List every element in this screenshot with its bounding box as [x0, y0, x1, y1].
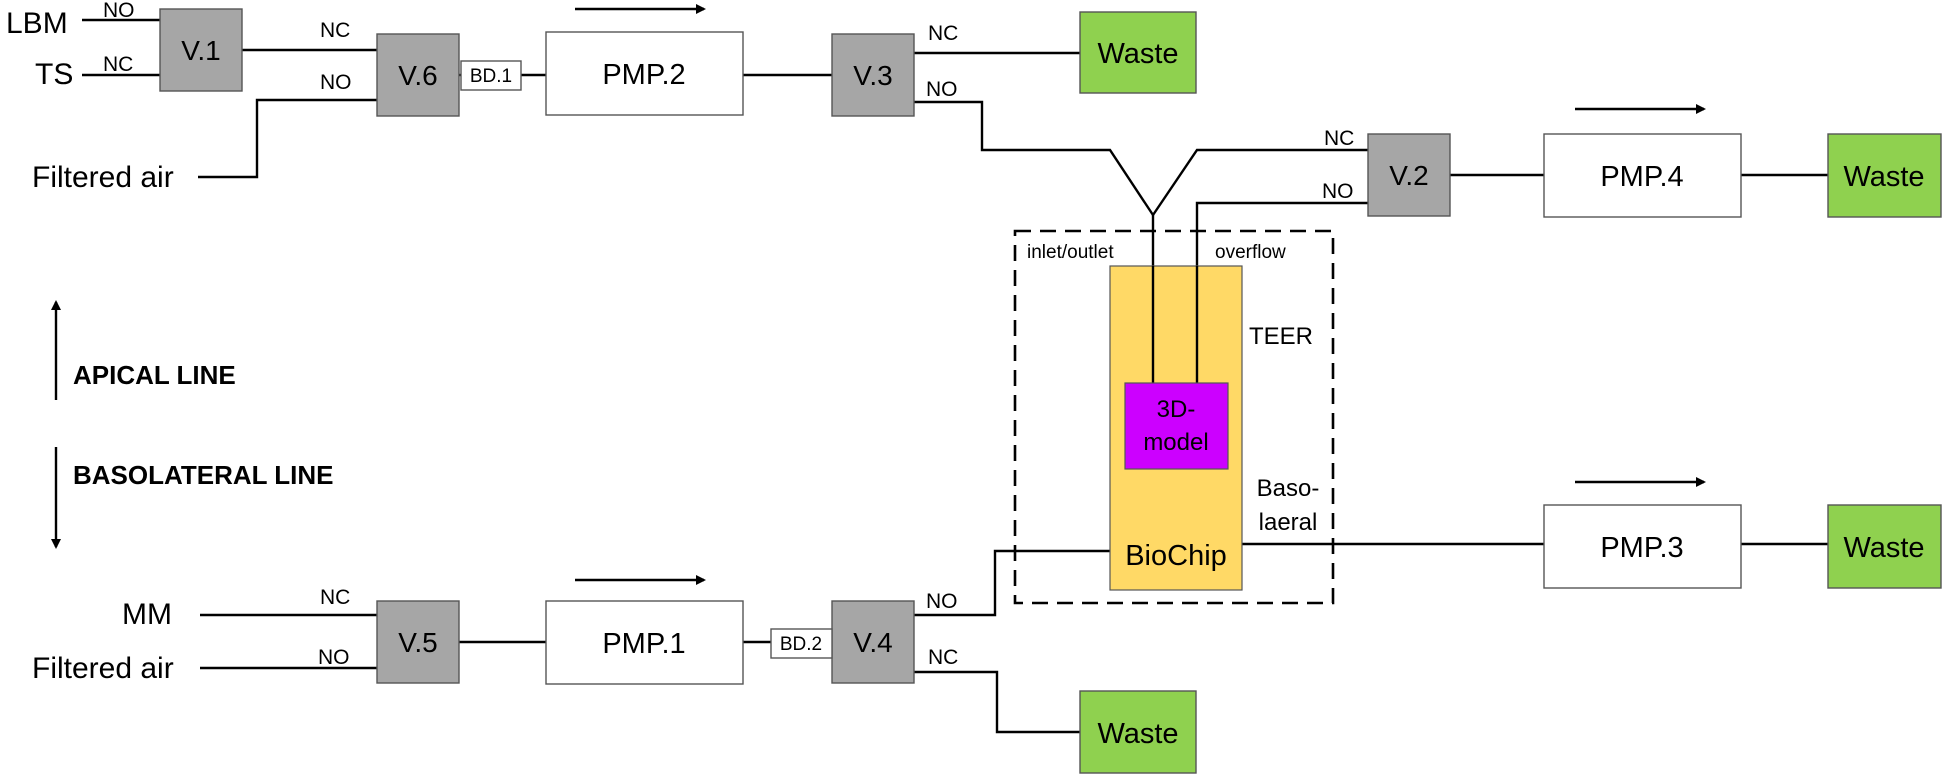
bd2-label: BD.2 [780, 634, 822, 655]
waste-1-label: Waste [1097, 38, 1178, 70]
valve-v6-label: V.6 [398, 60, 437, 91]
port-labels: NO NC NC NO NC NO NC NO NC NO NO NC [103, 0, 1354, 669]
3d-model-chamber [1124, 382, 1229, 470]
source-labels: LBM TS Filtered air MM Filtered air [6, 7, 174, 685]
basolateral-line-label: BASOLATERAL LINE [73, 460, 333, 490]
inlet-outlet-label: inlet/outlet [1027, 242, 1114, 263]
bubble-detector-bd1: BD.1 [460, 60, 522, 91]
valve-v6: V.6 [376, 33, 460, 117]
valve-v2-label: V.2 [1389, 160, 1428, 191]
pipe-air-v6 [198, 98, 377, 179]
pmp2-label: PMP.2 [602, 59, 685, 91]
pipe-v4-waste4 [914, 670, 1080, 734]
valve-v5: V.5 [376, 600, 460, 684]
teer-label: TEER [1249, 323, 1313, 350]
waste-1: Waste [1079, 11, 1197, 94]
pumps: PMP.2 PMP.4 PMP.3 PMP.1 [545, 31, 1742, 685]
port-nc-v6: NC [320, 19, 350, 42]
line-labels: APICAL LINE BASOLATERAL LINE [73, 360, 333, 490]
source-mm: MM [122, 598, 172, 631]
pump-pmp1: PMP.1 [545, 600, 744, 685]
waste-4: Waste [1079, 690, 1197, 774]
basolateral-label-line1: Baso- [1257, 475, 1320, 502]
port-no-lbm: NO [103, 0, 135, 22]
port-nc-v2: NC [1324, 127, 1354, 150]
pmp4-label: PMP.4 [1600, 161, 1683, 193]
valve-v2: V.2 [1367, 133, 1451, 217]
basolateral-label-line2: laeral [1259, 509, 1318, 536]
3d-model-label-line1: 3D- [1157, 396, 1196, 423]
overflow-label: overflow [1215, 242, 1286, 263]
valve-v5-label: V.5 [398, 627, 437, 658]
pmp1-label: PMP.1 [602, 628, 685, 660]
port-no-v6: NO [320, 71, 352, 94]
port-no-v3: NO [926, 78, 958, 101]
waste-3-label: Waste [1843, 532, 1924, 564]
port-no-v5: NO [318, 646, 350, 669]
port-nc-v3: NC [928, 22, 958, 45]
pipe-v3-y [914, 100, 1155, 216]
3d-model-label-line2: model [1143, 429, 1208, 456]
pipe-v4-biochip [914, 549, 1110, 617]
chip-dashed-enclosure [1013, 229, 1335, 605]
waste-containers: Waste Waste Waste Waste [1079, 11, 1942, 774]
waste-2: Waste [1827, 133, 1942, 218]
biochip-label: BioChip [1125, 540, 1227, 572]
source-ts: TS [35, 58, 73, 91]
port-nc-ts: NC [103, 53, 133, 76]
port-no-v2: NO [1322, 180, 1354, 203]
pipe-y-v2 [1152, 148, 1368, 216]
bd1-label: BD.1 [470, 66, 512, 87]
port-nc-v4: NC [928, 646, 958, 669]
port-no-v4: NO [926, 590, 958, 613]
valve-v1: V.1 [159, 8, 243, 92]
pump-pmp2: PMP.2 [545, 31, 744, 116]
chip-assembly: 3D- model BioChip inlet/outlet overflow … [1013, 229, 1335, 605]
apical-line-label: APICAL LINE [73, 360, 236, 390]
pipes [82, 18, 1828, 734]
flow-arrows [51, 4, 1706, 585]
waste-3: Waste [1827, 504, 1942, 589]
valve-v3-label: V.3 [853, 60, 892, 91]
bubble-detector-bd2: BD.2 [770, 628, 833, 659]
source-filtered-air-bottom: Filtered air [32, 652, 174, 685]
pump-pmp3: PMP.3 [1543, 504, 1742, 589]
source-filtered-air-top: Filtered air [32, 161, 174, 194]
port-nc-v5: NC [320, 586, 350, 609]
valves: V.1 V.6 V.3 V.2 V.5 V.4 [159, 8, 1451, 684]
waste-2-label: Waste [1843, 161, 1924, 193]
valve-v1-label: V.1 [181, 35, 220, 66]
source-lbm: LBM [6, 7, 68, 40]
valve-v3: V.3 [831, 33, 915, 117]
valve-v4: V.4 [831, 600, 915, 684]
pmp3-label: PMP.3 [1600, 532, 1683, 564]
pump-pmp4: PMP.4 [1543, 133, 1742, 218]
valve-v4-label: V.4 [853, 627, 892, 658]
bubble-detectors: BD.1 BD.2 [460, 60, 833, 659]
waste-4-label: Waste [1097, 718, 1178, 750]
